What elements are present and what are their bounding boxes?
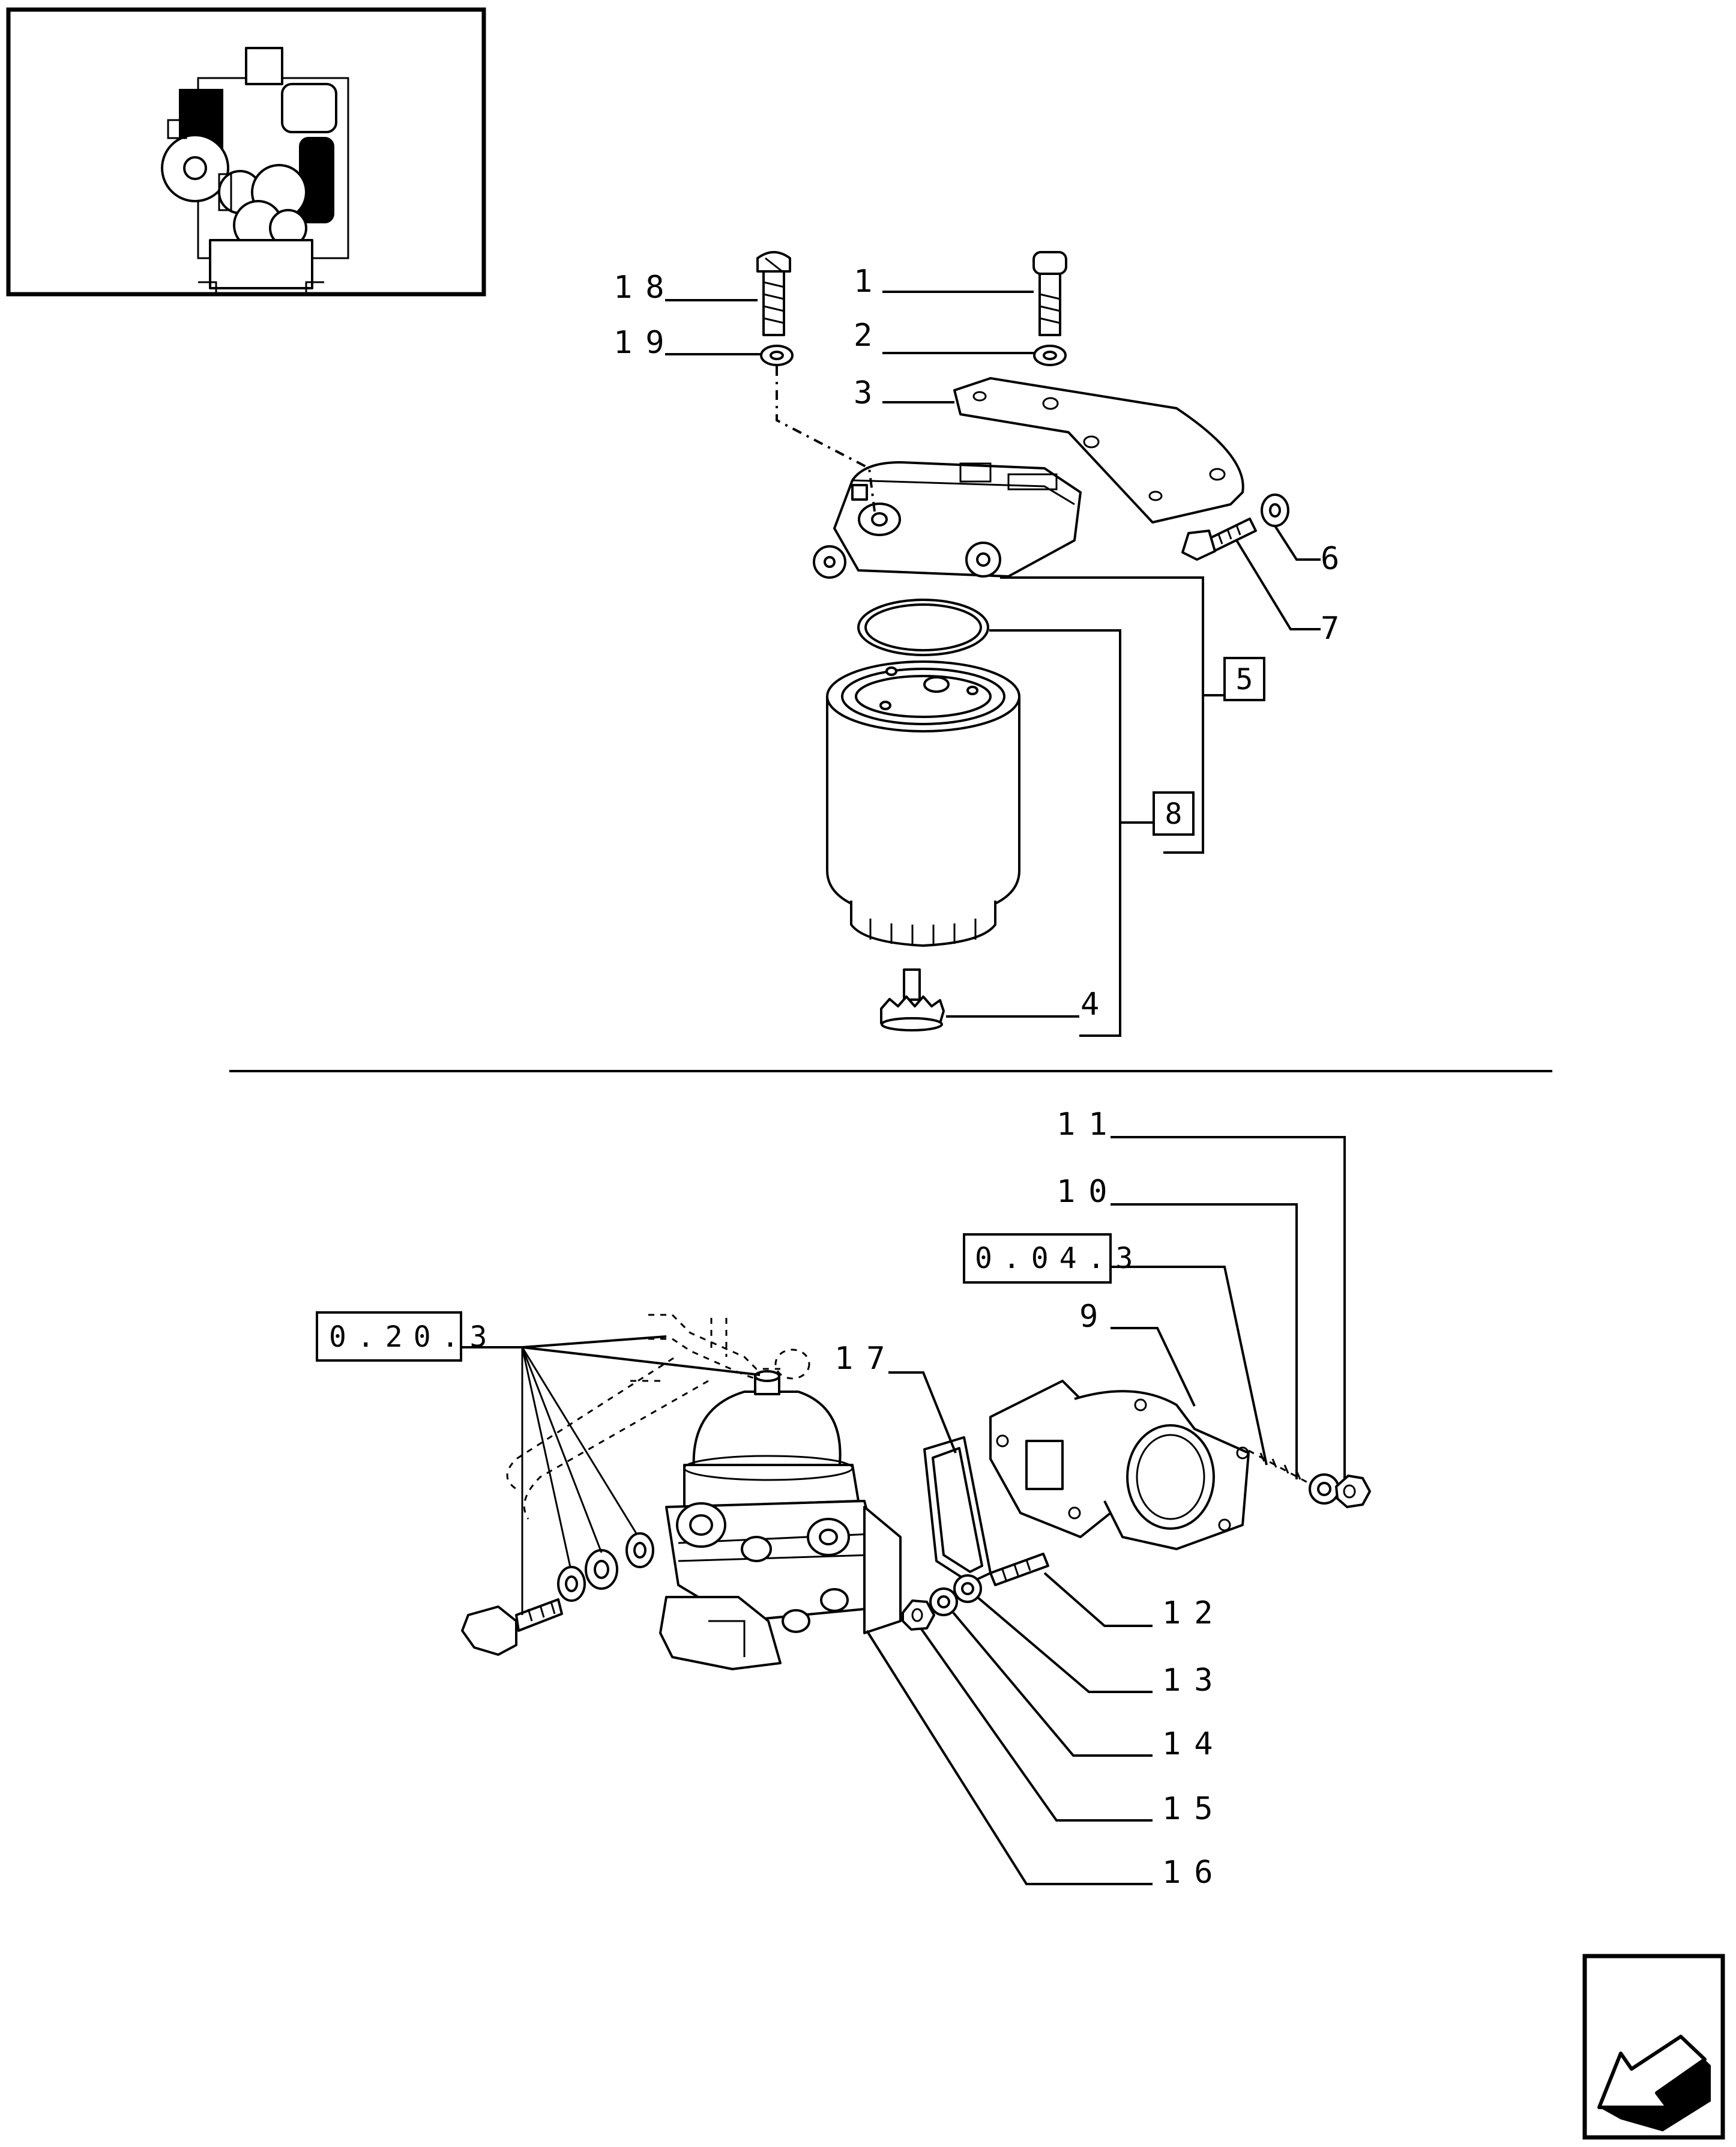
alignment-line: [776, 366, 876, 517]
engine-thumbnail-icon[interactable]: [6, 7, 486, 297]
o-ring-part: [857, 599, 989, 656]
washer-13-part: [953, 1574, 982, 1603]
stud-12-part: [989, 1553, 1049, 1586]
reference-box-0-20-3[interactable]: 0.20.3: [316, 1311, 498, 1362]
reference-5-label: 5: [1236, 663, 1253, 696]
bolt-7-part: [1181, 518, 1257, 561]
washer-2-part: [1033, 345, 1067, 366]
spacer-9-part: [989, 1380, 1250, 1550]
reference-8-label: 8: [1165, 797, 1183, 831]
pipe-ghost-part: [506, 1314, 810, 1520]
callout-16: 16: [1162, 1855, 1226, 1891]
screw-18-part: [756, 251, 791, 336]
callout-11: 11: [1056, 1107, 1121, 1143]
gasket-17-part: [923, 1436, 992, 1584]
upper-leader-lines: [665, 291, 1321, 1037]
callout-4: 4: [1080, 986, 1112, 1022]
callout-19: 19: [613, 325, 678, 361]
sealing-washers-part: [557, 1532, 654, 1602]
callout-15: 15: [1162, 1791, 1226, 1827]
callout-18: 18: [613, 270, 678, 306]
reference-box-0-04-3[interactable]: 0.04.3: [963, 1233, 1144, 1284]
callout-1: 1: [854, 264, 885, 300]
lower-leader-lines: [461, 1136, 1346, 1885]
banjo-bolt-part: [461, 1598, 563, 1656]
bracket-3-part: [953, 377, 1244, 524]
nut-15-part: [902, 1599, 935, 1631]
callout-2: 2: [854, 318, 885, 354]
callout-6: 6: [1321, 541, 1352, 577]
washer-10-part: [1309, 1473, 1340, 1505]
reference-box-5[interactable]: 5: [1223, 657, 1265, 701]
filter-cartridge-part: [826, 660, 1020, 947]
reference-box-8[interactable]: 8: [1153, 791, 1195, 836]
callout-3: 3: [854, 375, 885, 411]
reference-0-20-3-label: 0.20.3: [329, 1320, 498, 1354]
previous-page-arrow-icon[interactable]: [1582, 1954, 1725, 2140]
callout-17: 17: [834, 1341, 899, 1377]
callout-14: 14: [1162, 1726, 1226, 1762]
callout-12: 12: [1162, 1595, 1226, 1631]
fuel-feed-pump-16-part: [659, 1370, 902, 1670]
callout-10: 10: [1056, 1174, 1121, 1210]
callout-13: 13: [1162, 1662, 1226, 1699]
reference-0-04-3-label: 0.04.3: [975, 1242, 1144, 1275]
washer-6-part: [1261, 494, 1289, 527]
washer-19-part: [760, 345, 794, 366]
stud-part: [1248, 1449, 1309, 1484]
washer-14-part: [929, 1587, 958, 1616]
drain-plug-4-part: [880, 968, 945, 1031]
nut-11-part: [1335, 1475, 1371, 1508]
bolt-1-part: [1032, 251, 1067, 336]
callout-9: 9: [1079, 1299, 1111, 1335]
callout-7: 7: [1321, 611, 1352, 647]
filter-head-5-part: [813, 461, 1082, 579]
callout-labels: 18 19 1 2 3 6 7 4 11 10 9 17 12 13 14 15…: [613, 264, 1352, 1891]
